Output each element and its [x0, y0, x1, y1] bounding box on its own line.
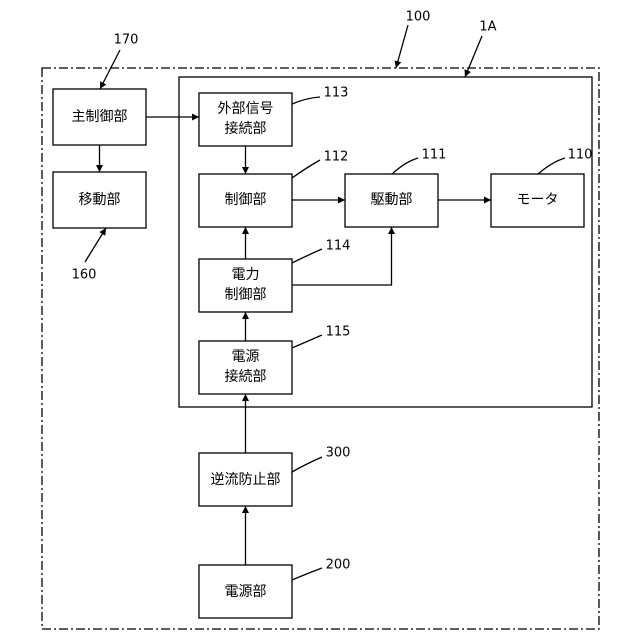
ext-signal-block: 外部信号 接続部: [199, 93, 292, 146]
leader-113: [292, 97, 320, 104]
psu-connection-label-line2: 接続部: [225, 368, 267, 385]
leader-170: [100, 50, 120, 89]
ext-signal-label-line1: 外部信号: [218, 101, 274, 117]
leader-115: [292, 335, 322, 348]
leader-100: [396, 25, 408, 68]
control-block: 制御部: [199, 174, 292, 227]
leader-1A: [465, 36, 482, 77]
power-supply-label: 電源部: [225, 584, 267, 600]
ref-200: 200: [326, 558, 351, 573]
power-supply-block: 電源部: [199, 565, 292, 618]
ref-110: 110: [568, 148, 593, 163]
outer-frame-100: [42, 68, 599, 629]
leader-300: [292, 457, 322, 472]
ref-170: 170: [114, 33, 139, 48]
drive-block: 駆動部: [345, 174, 438, 227]
leader-110: [538, 158, 565, 174]
ref-114: 114: [326, 239, 351, 254]
moving-unit-block: 移動部: [53, 172, 146, 228]
leader-112: [292, 160, 320, 178]
ref-100: 100: [406, 10, 431, 25]
leader-200: [292, 568, 322, 580]
power-control-block: 電力 制御部: [199, 259, 292, 312]
ref-300: 300: [326, 446, 351, 461]
psu-connection-block: 電源 接続部: [199, 341, 292, 394]
power-control-label-line1: 電力: [232, 267, 260, 283]
ref-115: 115: [326, 325, 351, 340]
motor-label: モータ: [517, 192, 559, 208]
drive-label: 駆動部: [371, 192, 413, 208]
ref-112: 112: [324, 150, 349, 165]
motor-block: モータ: [491, 174, 584, 227]
leader-111: [392, 158, 418, 174]
psu-connection-label-line1: 電源: [232, 349, 260, 365]
ref-160: 160: [72, 268, 97, 283]
ext-signal-label-line2: 接続部: [225, 120, 267, 137]
main-control-block: 主制御部: [53, 89, 146, 145]
power-control-label-line2: 制御部: [225, 287, 267, 303]
reverse-prevention-label: 逆流防止部: [211, 472, 281, 488]
reverse-prevention-block: 逆流防止部: [199, 453, 292, 506]
main-control-label: 主制御部: [72, 109, 128, 125]
ref-1A: 1A: [479, 20, 496, 35]
control-label: 制御部: [225, 192, 267, 208]
leader-160: [85, 228, 106, 262]
ref-113: 113: [324, 86, 349, 101]
ref-111: 111: [422, 148, 447, 163]
moving-unit-label: 移動部: [79, 192, 121, 208]
leader-114: [292, 249, 322, 263]
